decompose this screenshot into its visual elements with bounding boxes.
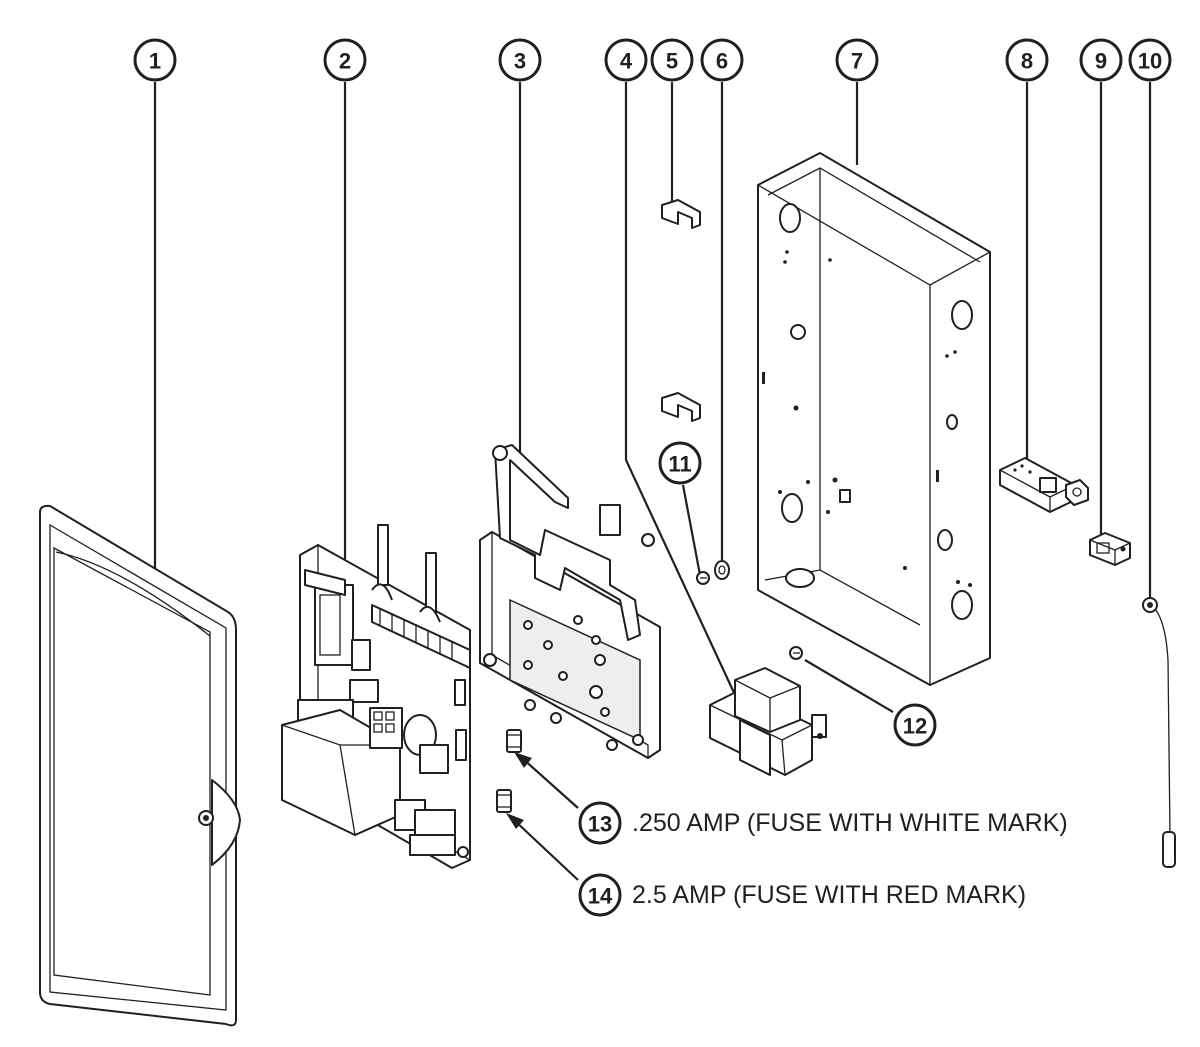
part-3-mounting-plate — [479, 444, 661, 759]
svg-text:13: 13 — [588, 812, 612, 837]
svg-text:2: 2 — [339, 49, 351, 74]
part-6-nut — [714, 560, 730, 580]
leader-12 — [804, 659, 894, 713]
svg-text:4: 4 — [620, 49, 633, 74]
svg-text:14: 14 — [588, 884, 613, 909]
callout-1: 1 — [133, 38, 177, 82]
svg-text:12: 12 — [903, 714, 927, 739]
callout-2: 2 — [323, 38, 367, 82]
part-10-probe — [1142, 597, 1176, 868]
callout-5: 5 — [650, 38, 694, 82]
part-14-fuse — [496, 789, 512, 813]
svg-text:7: 7 — [851, 49, 863, 74]
arrowhead-14 — [506, 813, 524, 829]
part-1-front-cover — [39, 504, 241, 1027]
part-7-enclosure-box — [757, 152, 991, 686]
part-9-bracket — [1089, 532, 1131, 566]
svg-text:1: 1 — [149, 49, 161, 74]
callout-7: 7 — [835, 38, 879, 82]
arrowhead-13 — [514, 752, 532, 768]
svg-text:5: 5 — [666, 49, 678, 74]
svg-text:9: 9 — [1095, 49, 1107, 74]
leader-lines — [153, 82, 1152, 881]
leader-13 — [521, 757, 579, 809]
svg-text:3: 3 — [514, 49, 526, 74]
part-12-screw — [789, 646, 803, 660]
svg-text:10: 10 — [1138, 49, 1162, 74]
leader-4 — [624, 82, 743, 711]
fuse-14-note: 2.5 AMP (FUSE WITH RED MARK) — [632, 881, 1026, 909]
leader-11 — [681, 484, 702, 576]
callout-11: 11 — [658, 441, 702, 485]
part-13-fuse — [506, 729, 522, 753]
callout-13: 13 — [578, 801, 622, 845]
callout-12: 12 — [893, 703, 937, 747]
part-8-sensor-board — [999, 457, 1089, 513]
part-2-circuit-board — [281, 524, 471, 869]
part-11-screw — [696, 571, 710, 585]
callout-10: 10 — [1128, 38, 1172, 82]
callout-3: 3 — [498, 38, 542, 82]
callout-6: 6 — [700, 38, 744, 82]
part-4-transformer — [709, 667, 827, 776]
svg-text:8: 8 — [1021, 49, 1033, 74]
fuse-13-note: .250 AMP (FUSE WITH WHITE MARK) — [632, 809, 1068, 837]
callout-8: 8 — [1005, 38, 1049, 82]
leader-14 — [513, 819, 579, 881]
svg-text:6: 6 — [716, 49, 728, 74]
callout-14: 14 — [578, 873, 622, 917]
callout-4: 4 — [604, 38, 648, 82]
part-5-clips — [661, 199, 701, 422]
callout-9: 9 — [1079, 38, 1123, 82]
svg-text:11: 11 — [668, 452, 691, 477]
